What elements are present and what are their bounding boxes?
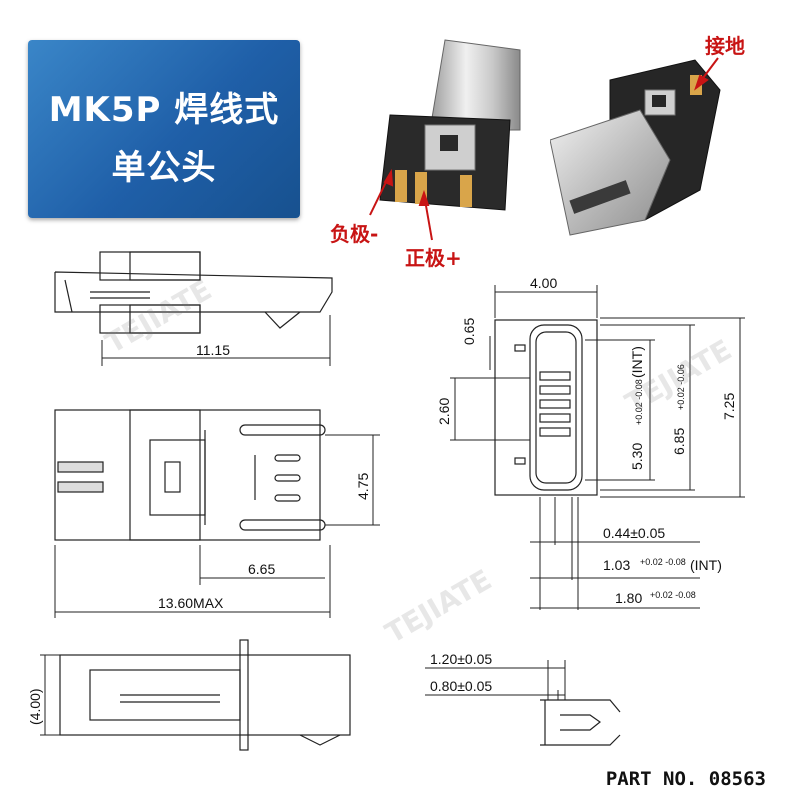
connector-photo-front: [379, 39, 521, 211]
dim-0-44: 0.44±0.05: [603, 525, 665, 541]
dim-7-25: 7.25: [721, 393, 737, 420]
dim-0-65: 0.65: [461, 318, 477, 345]
banner-line-2: 单公头: [111, 148, 217, 188]
connector-photo-rear: [550, 59, 721, 236]
dim-0-80: 0.80±0.05: [430, 678, 492, 694]
callout-negative: 负极-: [330, 222, 379, 246]
dim-4-75: 4.75: [355, 473, 371, 500]
dim-4-00-side: (4.00): [27, 688, 43, 725]
callout-positive: 正极+: [405, 246, 462, 270]
callout-ground: 接地: [705, 34, 745, 58]
plan-view: [54, 409, 326, 541]
part-number: PART NO. 08563: [605, 768, 766, 790]
side-view-top: [54, 251, 333, 334]
dim-1-80-tol: +0.02 -0.08: [650, 590, 696, 600]
dim-1-03: 1.03: [603, 557, 630, 573]
dim-13-60: 13.60MAX: [158, 595, 224, 611]
dim-4-00-top: 4.00: [530, 275, 557, 291]
dim-1-20: 1.20±0.05: [430, 651, 492, 667]
banner-line-1: MK5P 焊线式: [48, 90, 280, 130]
dim-2-60: 2.60: [436, 398, 452, 425]
dim-5-30-int: (INT): [629, 346, 645, 378]
title-banner: MK5P 焊线式 单公头: [28, 40, 300, 218]
dim-6-85-tol: +0.02 -0.06: [676, 364, 686, 410]
dim-1-80: 1.80: [615, 590, 642, 606]
dim-11-15: 11.15: [196, 342, 230, 358]
detail-view: [540, 699, 621, 746]
dim-5-30: 5.30: [629, 443, 645, 470]
dim-6-65: 6.65: [248, 561, 275, 577]
dim-6-85: 6.85: [671, 428, 687, 455]
dim-1-03-tol: +0.02 -0.08: [640, 557, 686, 567]
side-view-bottom: [59, 639, 351, 751]
dim-5-30-tol: +0.02 -0.08: [634, 379, 644, 425]
front-view: [494, 319, 598, 496]
dim-1-03-int: (INT): [690, 557, 722, 573]
